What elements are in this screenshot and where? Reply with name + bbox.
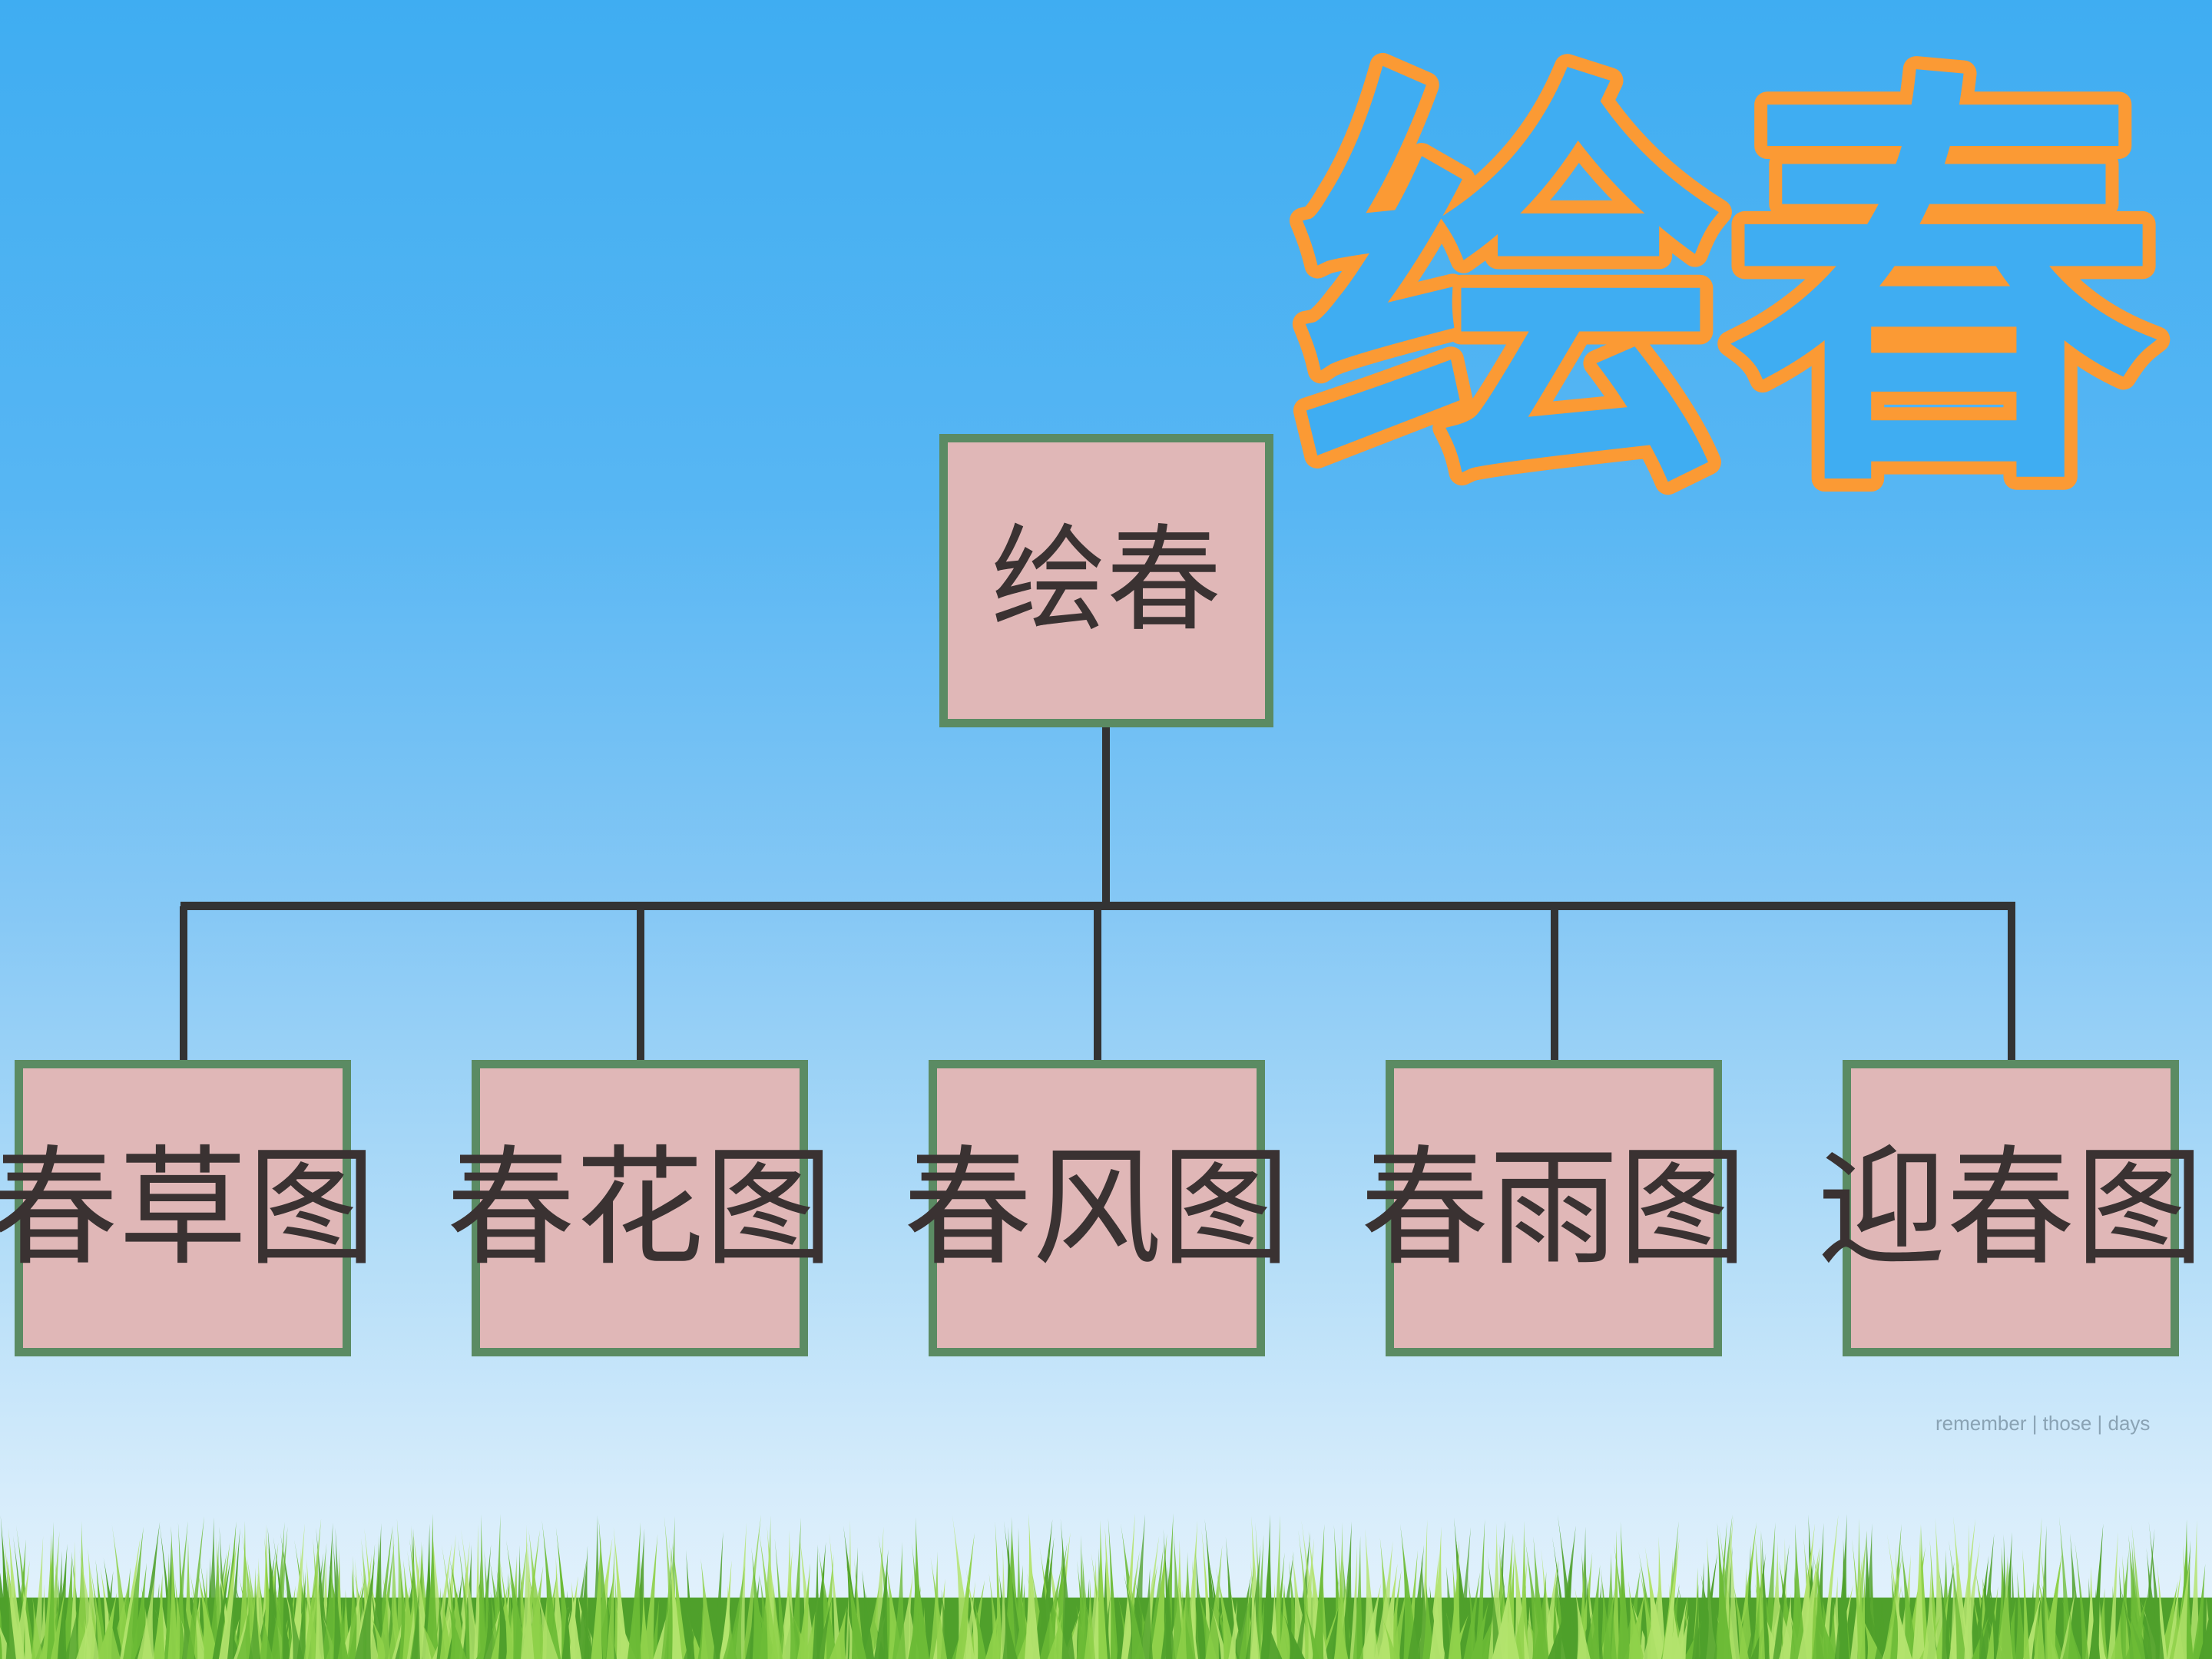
child-node-label: 迎春图 xyxy=(1817,1133,2204,1283)
root-node: 绘春 xyxy=(939,434,1273,727)
child-branch-line-3 xyxy=(1094,906,1101,1060)
child-node-3: 春风图 xyxy=(903,1060,1290,1356)
child-node-label: 春花图 xyxy=(446,1133,833,1283)
root-node-label: 绘春 xyxy=(991,514,1222,647)
child-node-2: 春花图 xyxy=(446,1060,833,1356)
child-node-label: 春风图 xyxy=(903,1133,1290,1283)
child-branch-line-4 xyxy=(1551,906,1558,1060)
child-branch-line-5 xyxy=(2008,906,2015,1060)
child-node-label: 春草图 xyxy=(0,1133,376,1283)
child-node-label: 春雨图 xyxy=(1360,1133,1747,1283)
footer-note: remember | those | days xyxy=(1936,1412,2151,1435)
child-node-1: 春草图 xyxy=(0,1060,376,1356)
horizontal-bus-line xyxy=(180,902,2015,910)
title-text: 绘春 xyxy=(1298,39,2158,540)
child-node-4: 春雨图 xyxy=(1360,1060,1747,1356)
child-node-5: 迎春图 xyxy=(1817,1060,2204,1356)
child-branch-line-2 xyxy=(637,906,644,1060)
child-branch-line-1 xyxy=(180,906,187,1060)
root-stem-line xyxy=(1102,726,1110,906)
grass-decoration xyxy=(0,1513,2212,1659)
